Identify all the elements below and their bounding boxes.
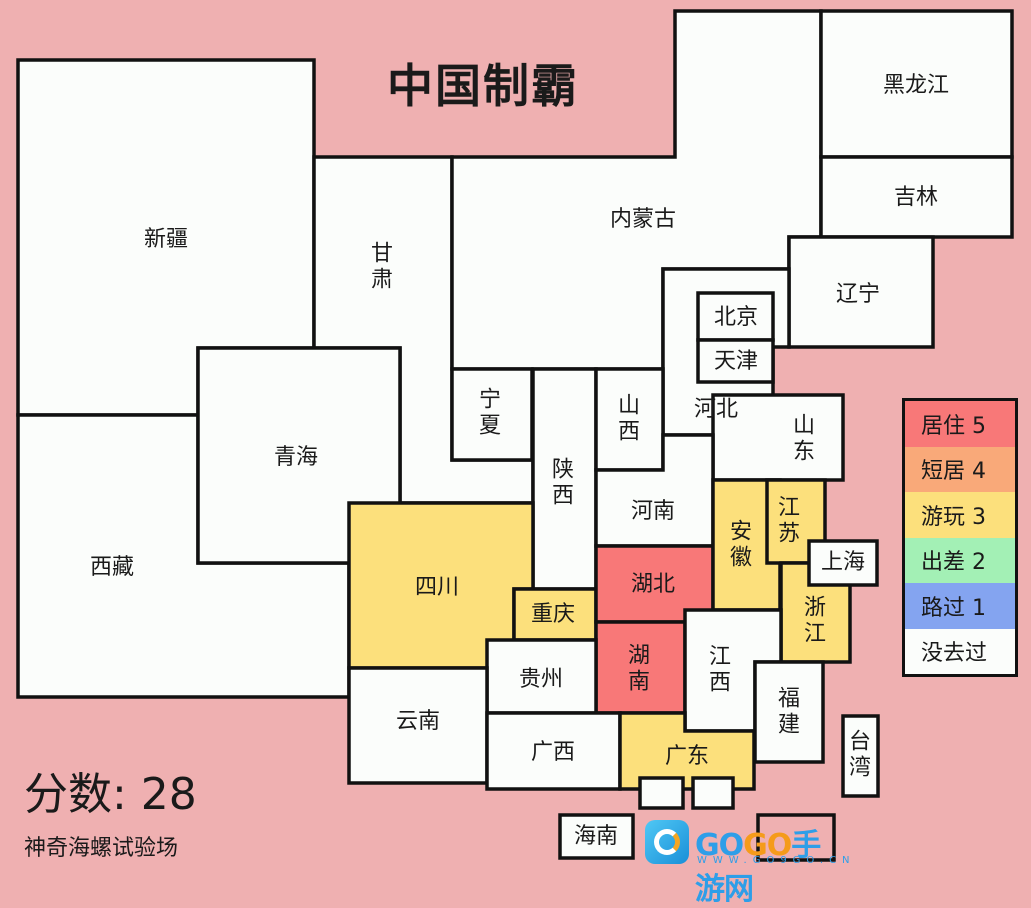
watermark: GOGO手游网 WWW.GO9GO.CN xyxy=(645,820,850,907)
province-fujian[interactable] xyxy=(753,660,825,764)
score-display: 分数: 28 xyxy=(24,769,197,820)
watermark-go2: GO xyxy=(743,828,792,863)
province-heilongjiang[interactable] xyxy=(819,9,1014,159)
province-guizhou[interactable] xyxy=(485,638,598,715)
province-ningxia[interactable] xyxy=(450,367,534,462)
legend-item-live[interactable]: 居住 5 xyxy=(905,401,1015,447)
province-hong-kong[interactable] xyxy=(638,776,685,810)
province-shaanxi[interactable] xyxy=(531,367,598,591)
province-guangdong[interactable] xyxy=(618,711,756,791)
province-taiwan[interactable] xyxy=(841,714,880,798)
province-chongqing[interactable] xyxy=(512,587,598,642)
province-shanghai[interactable] xyxy=(807,539,879,587)
province-macau[interactable] xyxy=(691,776,735,810)
province-hunan[interactable] xyxy=(594,620,687,715)
gogo-logo-icon xyxy=(645,820,689,864)
province-beijing[interactable] xyxy=(696,291,775,342)
watermark-go1: GO xyxy=(695,828,744,863)
province-shandong[interactable] xyxy=(711,393,845,482)
legend-item-pass[interactable]: 路过 1 xyxy=(905,583,1015,629)
province-hainan[interactable] xyxy=(558,813,635,860)
china-map xyxy=(16,9,1014,862)
province-jilin[interactable] xyxy=(819,155,1014,239)
legend-item-travel[interactable]: 游玩 3 xyxy=(905,492,1015,538)
province-tianjin[interactable] xyxy=(696,338,775,384)
province-shanxi[interactable] xyxy=(594,367,665,472)
province-yunnan[interactable] xyxy=(347,666,489,785)
legend-item-stay[interactable]: 短居 4 xyxy=(905,446,1015,492)
watermark-url: WWW.GO9GO.CN xyxy=(697,855,856,866)
legend-item-never[interactable]: 没去过 xyxy=(905,628,1015,674)
subtitle: 神奇海螺试验场 xyxy=(24,836,179,861)
province-guangxi[interactable] xyxy=(485,711,622,791)
legend-item-business[interactable]: 出差 2 xyxy=(905,537,1015,583)
legend: 居住 5 短居 4 游玩 3 出差 2 路过 1 没去过 xyxy=(902,398,1018,677)
province-unlabeled[interactable] xyxy=(756,813,836,862)
page-title: 中国制霸 xyxy=(387,59,579,113)
province-liaoning[interactable] xyxy=(787,235,935,349)
